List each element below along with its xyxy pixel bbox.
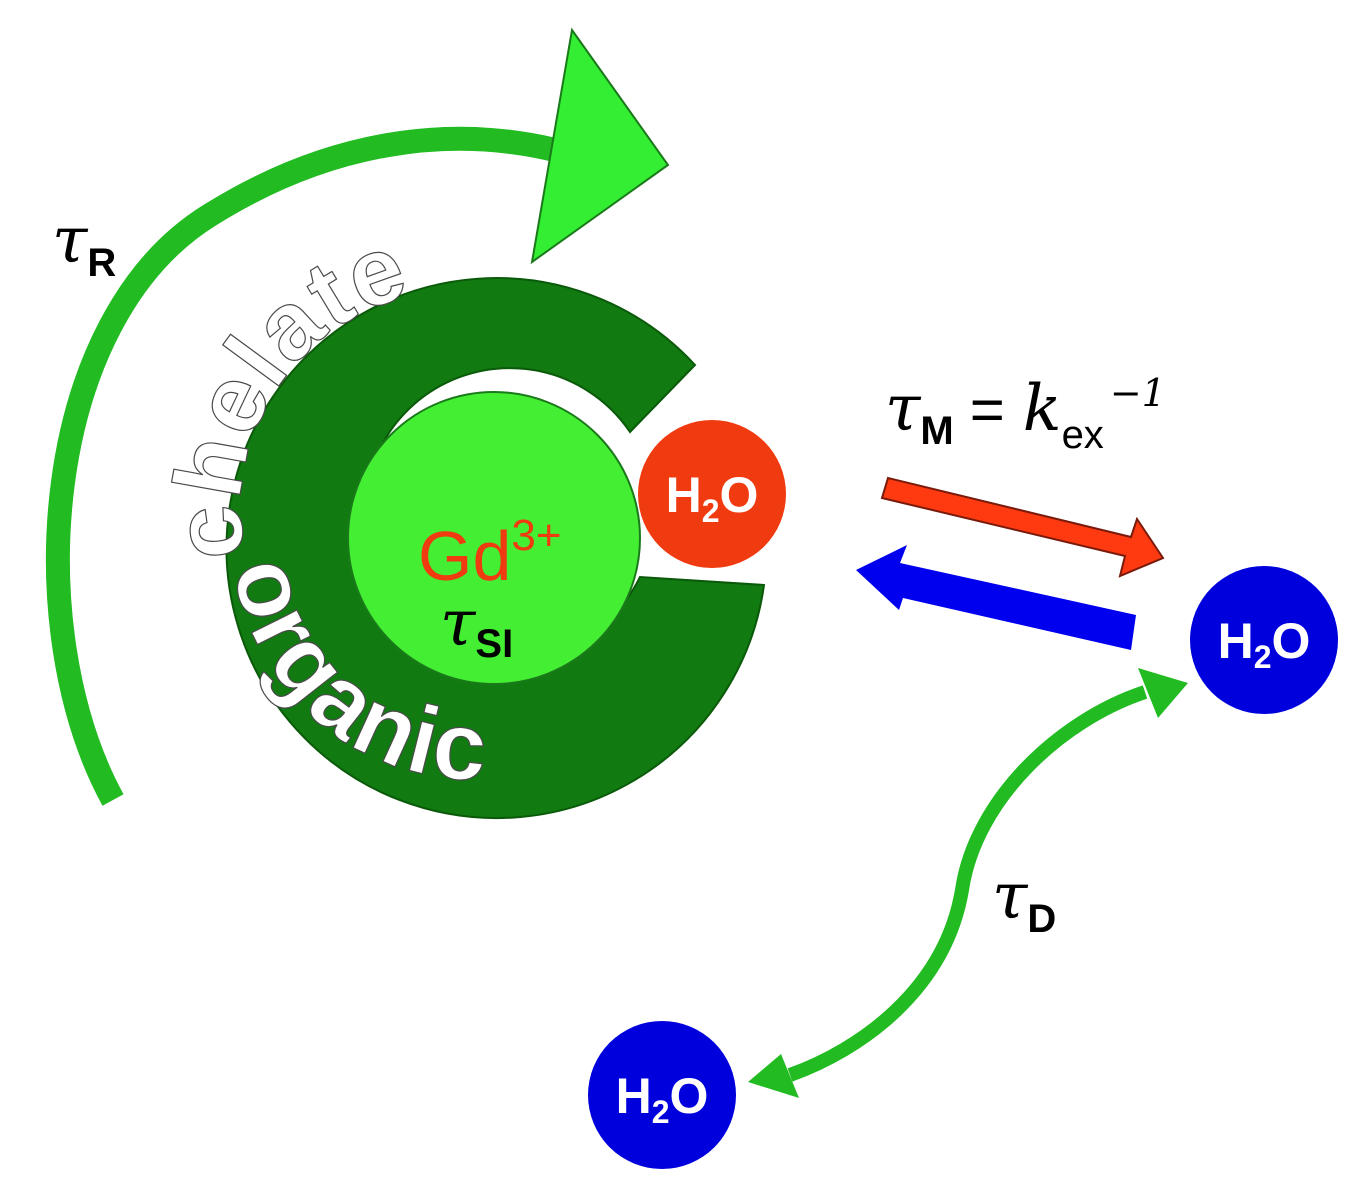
tau-m-label: τM=kex−1 <box>885 371 1166 457</box>
tau-si-label: τSI <box>440 587 513 666</box>
bulk-water-bottom: H2O <box>588 1021 736 1169</box>
diffusion-arrow-head-top <box>1138 668 1188 718</box>
rotation-arrow-icon <box>46 27 670 806</box>
bound-water: H2O <box>638 420 786 568</box>
bulk-water-right-circle <box>1190 566 1338 714</box>
exchange-out-arrow <box>856 545 1136 650</box>
diffusion-arrow-icon <box>748 668 1188 1098</box>
bulk-water-bottom-label: H2O <box>616 1068 709 1130</box>
rotation-arrow-shaft <box>46 126 558 806</box>
bound-water-circle <box>638 420 786 568</box>
bulk-water-bottom-circle <box>588 1021 736 1169</box>
diffusion-arrow-head-bottom <box>748 1054 799 1098</box>
bulk-water-right-label: H2O <box>1218 613 1311 675</box>
diffusion-arrow-shaft <box>787 685 1148 1082</box>
rotation-arrow-head <box>530 27 670 265</box>
tau-r-label: τR <box>52 204 116 285</box>
exchange-arrows-icon <box>856 476 1165 650</box>
bound-water-label: H2O <box>666 467 759 529</box>
gd-core <box>347 391 641 685</box>
tau-d-label: τD <box>992 860 1056 941</box>
bulk-water-right: H2O <box>1190 566 1338 714</box>
gd-label: Gd3+ <box>418 511 562 595</box>
exchange-in-arrow <box>880 476 1165 578</box>
